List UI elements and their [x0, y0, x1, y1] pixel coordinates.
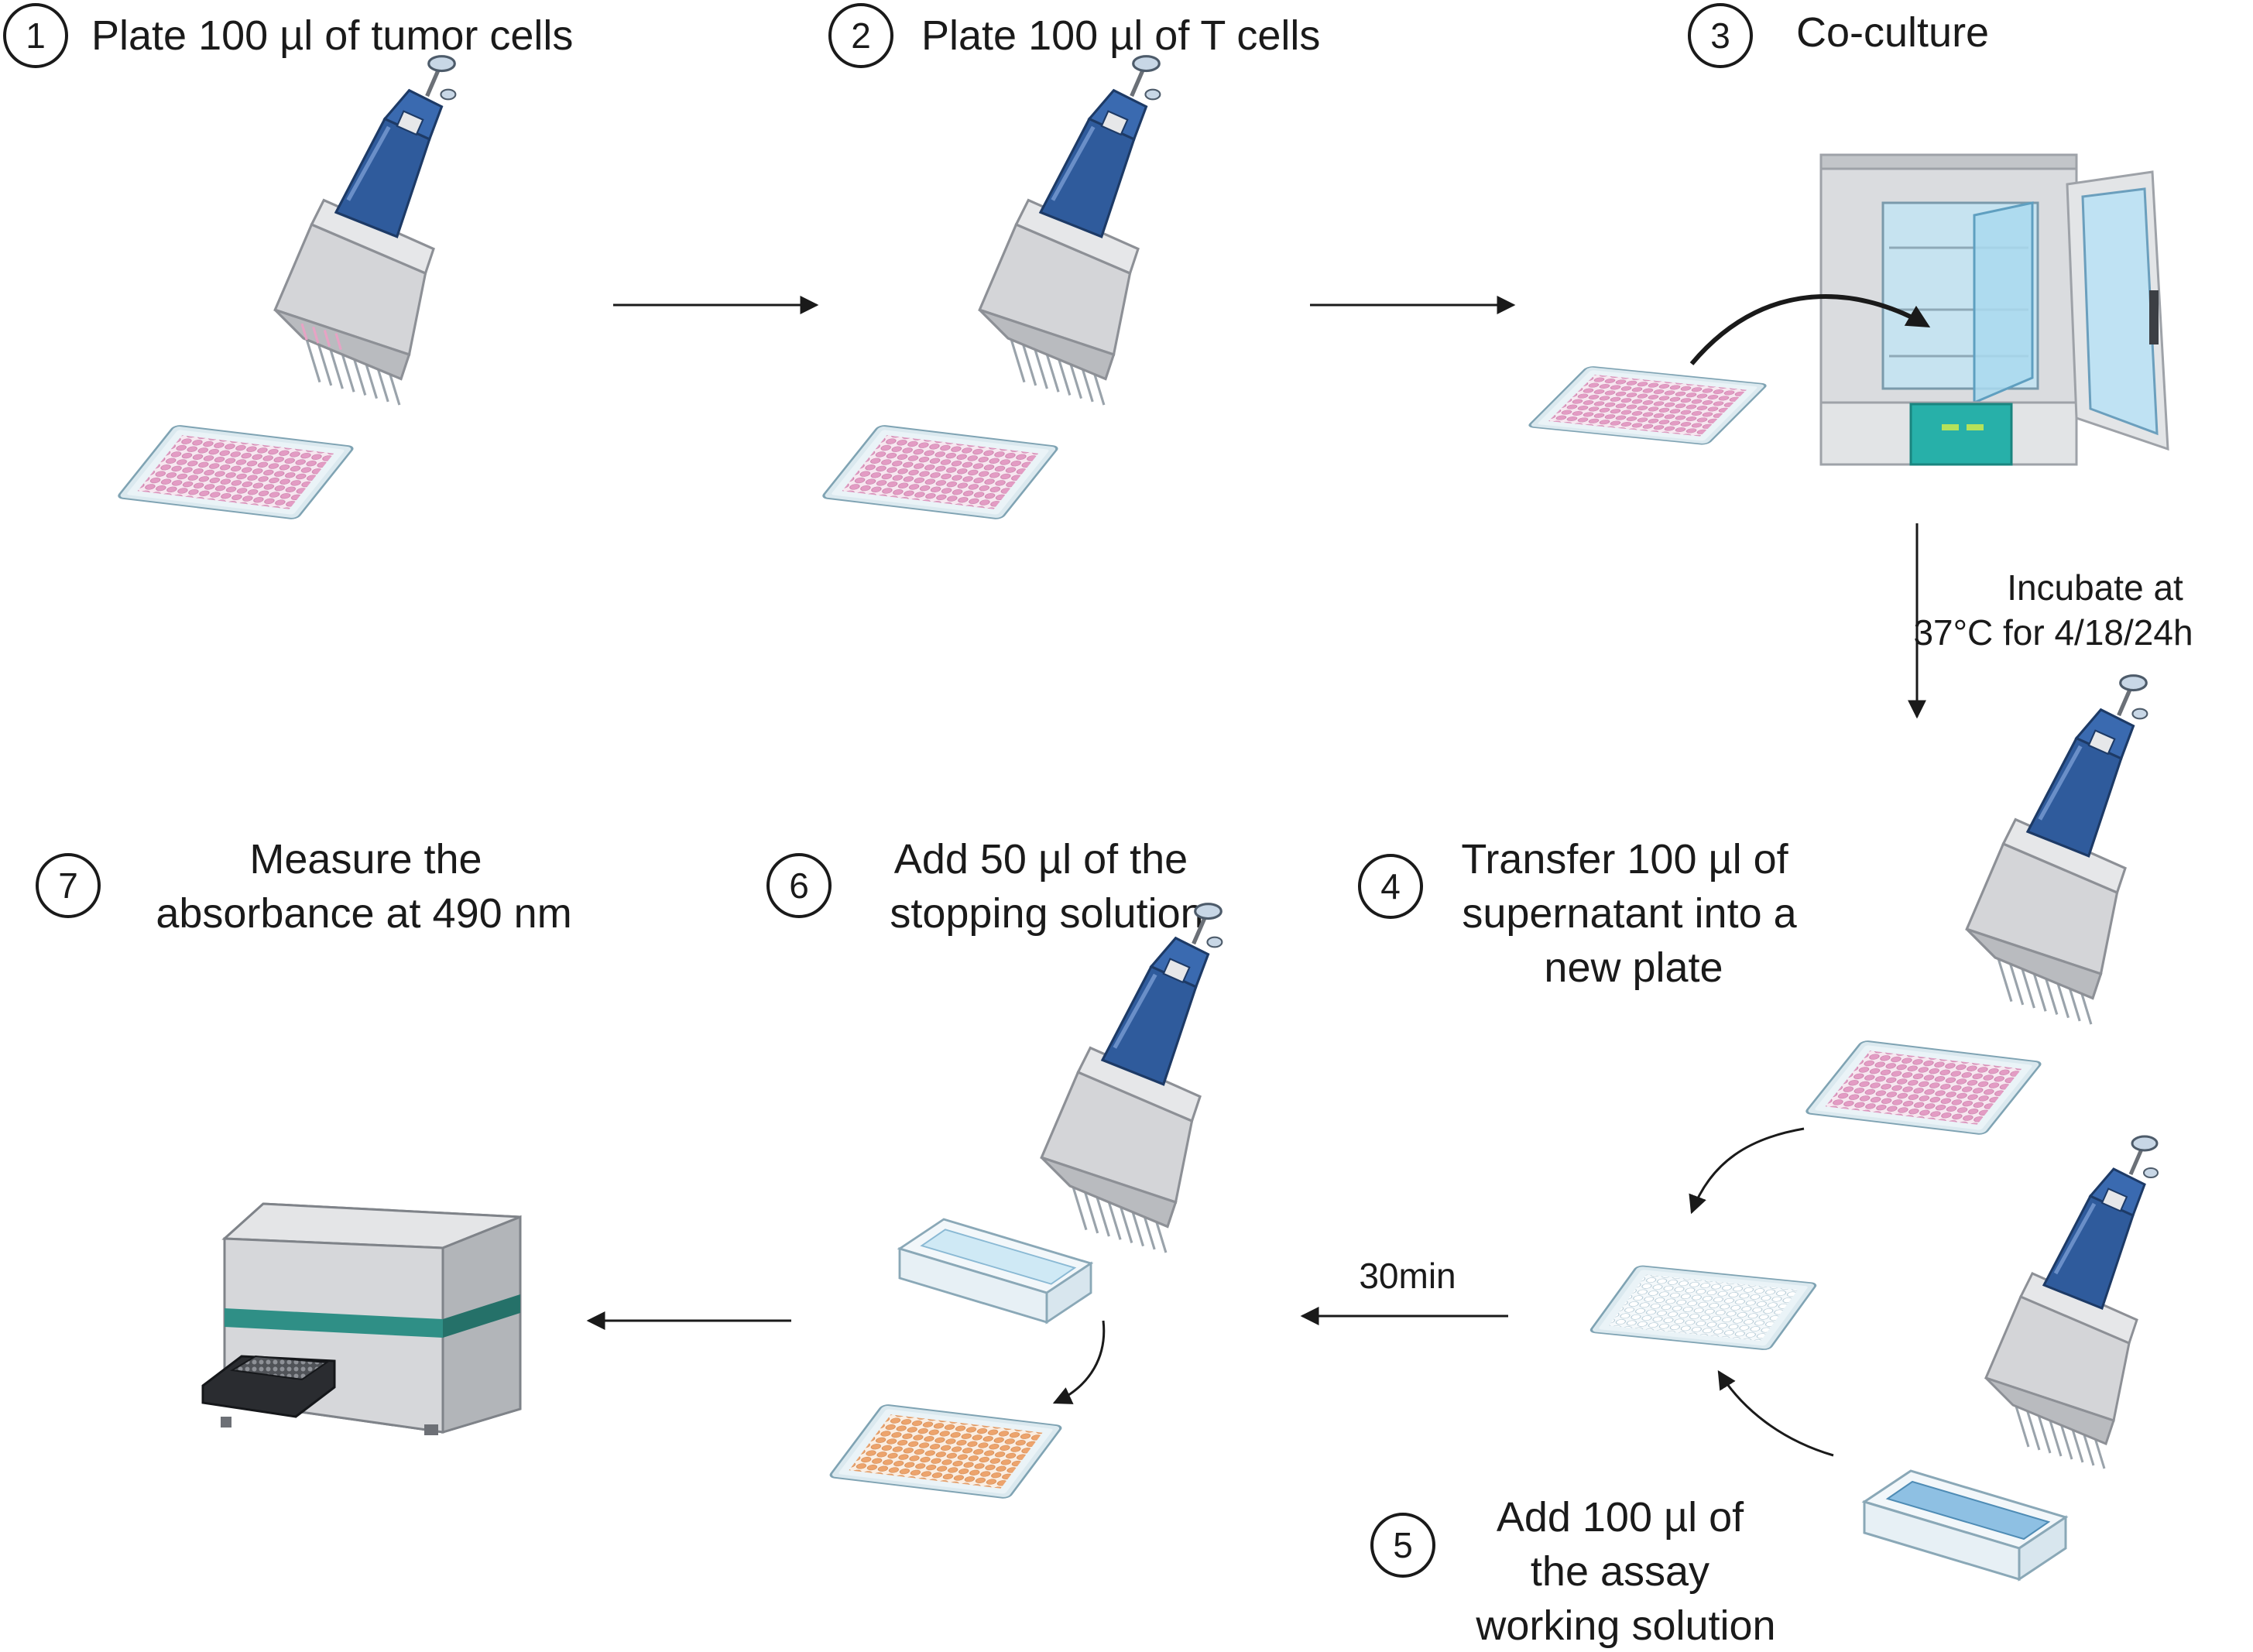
multichannel-pipette-icon [979, 57, 1160, 405]
step-1: 1 Plate 100 µl of tumor cells [3, 3, 573, 521]
arrow-into-incubator [1689, 294, 1931, 365]
step-7-number: 7 [58, 865, 78, 906]
step-6-number: 6 [789, 865, 809, 906]
step-4-title: Transfer 100 µl of supernatant into a ne… [1461, 836, 1808, 991]
step-1-badge [3, 3, 68, 68]
multichannel-pipette-icon [1967, 676, 2147, 1024]
reagent-reservoir-icon [898, 1218, 1092, 1324]
reagent-reservoir-icon [1863, 1469, 2067, 1581]
step-2: 2 Plate 100 µl of T cells [820, 3, 1320, 521]
arrow-to-new-plate [1689, 1127, 1805, 1215]
multichannel-pipette-icon [275, 57, 455, 405]
step-7-badge [36, 853, 101, 918]
incubator-icon [1819, 153, 2169, 466]
step-1-number: 1 [26, 15, 46, 56]
incubate-note-2: 37°C for 4/18/24h [1913, 612, 2193, 653]
wait-note: 30min [1359, 1256, 1456, 1296]
multichannel-pipette-icon [1041, 904, 1222, 1253]
step-4-number: 4 [1380, 866, 1401, 907]
step-3-number: 3 [1710, 15, 1730, 56]
step-7-title: Measure the absorbance at 490 nm [156, 836, 571, 937]
step-3: 3 Co-culture [1526, 3, 2169, 466]
step-6-badge [766, 853, 832, 918]
step-2-number: 2 [851, 15, 871, 56]
arrow-to-plate-from-reservoir [1717, 1369, 1834, 1457]
multichannel-pipette-icon [1986, 1136, 2158, 1469]
step-5-number: 5 [1393, 1525, 1413, 1565]
well-plate-icon [1588, 1264, 1819, 1352]
step-3-title: Co-culture [1796, 9, 1989, 56]
plate-reader-icon [201, 1202, 522, 1435]
well-plate-icon [1526, 365, 1769, 447]
step-2-badge [828, 3, 893, 68]
step-3-badge [1688, 3, 1753, 68]
well-plate-icon [827, 1403, 1065, 1500]
arrow-to-plate-stop [1052, 1320, 1106, 1404]
step-1-title: Plate 100 µl of tumor cells [91, 12, 573, 59]
step-5-title: Add 100 µl of the assay working solution [1475, 1494, 1775, 1649]
well-plate-icon [1803, 1039, 2044, 1136]
step-2-title: Plate 100 µl of T cells [921, 12, 1320, 59]
step-4-badge [1358, 854, 1423, 919]
step-6-title: Add 50 µl of the stopping solution [890, 836, 1203, 937]
step-4: 4 Transfer 100 µl of supernatant into a … [1358, 676, 2147, 1352]
step-5: 5 Add 100 µl of the assay working soluti… [1370, 1136, 2158, 1649]
step-6: 6 Add 50 µl of the stopping solution [766, 836, 1222, 1500]
incubate-note: Incubate at [2007, 567, 2183, 608]
step-7: 7 Measure the absorbance at 490 nm [36, 836, 572, 1435]
well-plate-icon [115, 423, 356, 521]
step-5-badge [1370, 1513, 1435, 1578]
well-plate-icon [820, 423, 1061, 521]
